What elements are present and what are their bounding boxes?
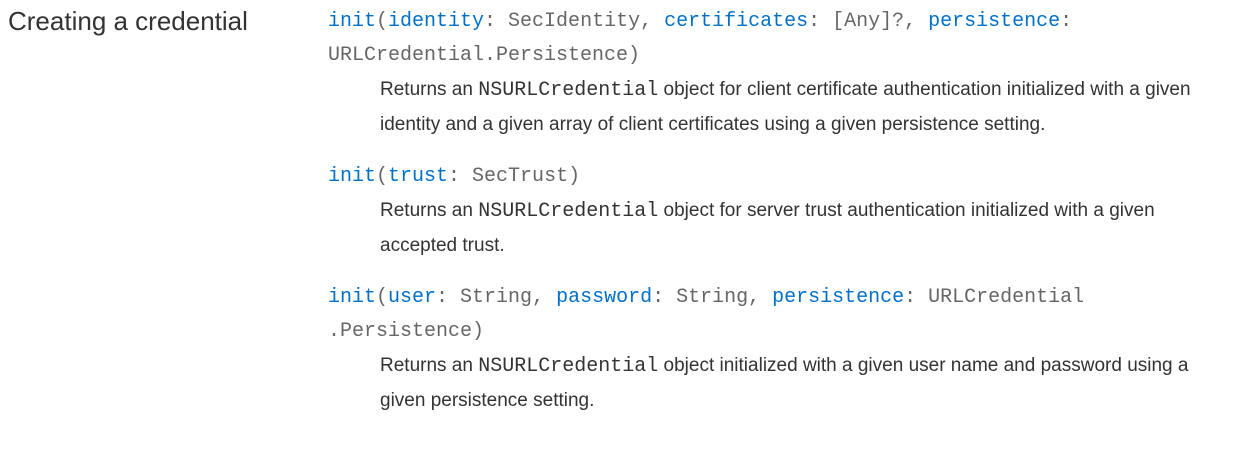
decl-param-name: user (388, 286, 437, 309)
decl-param-name: identity (388, 10, 485, 33)
declaration-link-init-user-password[interactable]: init(user: String, password: String, per… (328, 281, 1168, 349)
topic-init-user-password: init(user: String, password: String, per… (328, 281, 1233, 418)
decl-token: : [Any]?, (808, 10, 929, 33)
decl-token: init (328, 165, 377, 188)
abstract-text: Returns an (380, 200, 479, 221)
abstract-text: Returns an (380, 79, 479, 100)
abstract-code: NSURLCredential (478, 79, 659, 102)
decl-token: : URLCredential .Persistence) (328, 286, 1085, 343)
decl-param-name: certificates (664, 10, 809, 33)
decl-token: : SecIdentity, (484, 10, 665, 33)
decl-token: init (328, 10, 377, 33)
decl-param-name: password (556, 286, 653, 309)
declaration-link-init-identity[interactable]: init(identity: SecIdentity, certificates… (328, 5, 1168, 73)
decl-param-name: persistence (928, 10, 1061, 33)
decl-token: : SecTrust) (448, 165, 581, 188)
topic-abstract: Returns an NSURLCredential object initia… (380, 349, 1235, 418)
abstract-code: NSURLCredential (478, 200, 659, 223)
decl-token: ( (376, 10, 389, 33)
abstract-code: NSURLCredential (478, 355, 659, 378)
decl-token: : String, (652, 286, 773, 309)
topic-init-trust: init(trust: SecTrust) Returns an NSURLCr… (328, 160, 1233, 263)
decl-token: : String, (436, 286, 557, 309)
topic-init-identity: init(identity: SecIdentity, certificates… (328, 5, 1233, 142)
abstract-text: object for client certificate authentica… (380, 79, 1191, 135)
decl-param-name: persistence (772, 286, 905, 309)
topics-list: init(identity: SecIdentity, certificates… (328, 5, 1233, 418)
decl-token: ( (376, 286, 389, 309)
abstract-text: object for server trust authentication i… (380, 200, 1155, 256)
abstract-text: object initialized with a given user nam… (380, 355, 1189, 411)
decl-token: : URLCredential.Persistence) (328, 10, 1073, 67)
declaration-link-init-trust[interactable]: init(trust: SecTrust) (328, 160, 1168, 194)
decl-param-name: trust (388, 165, 449, 188)
section-title: Creating a credential (8, 6, 248, 36)
decl-token: ( (376, 165, 389, 188)
topic-abstract: Returns an NSURLCredential object for se… (380, 194, 1235, 263)
abstract-text: Returns an (380, 355, 479, 376)
topic-abstract: Returns an NSURLCredential object for cl… (380, 73, 1235, 142)
decl-token: init (328, 286, 377, 309)
